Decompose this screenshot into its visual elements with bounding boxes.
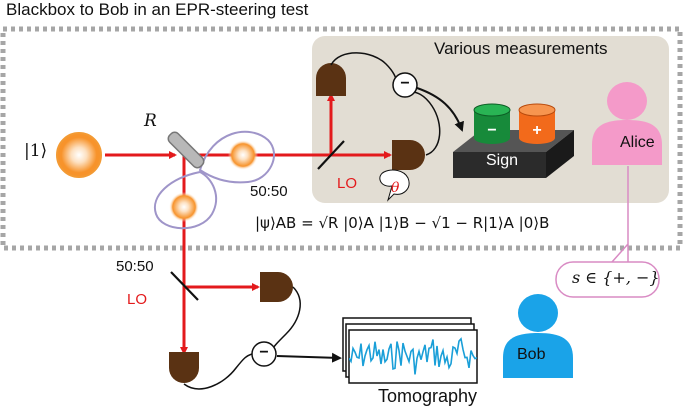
subtractor-alice xyxy=(392,72,418,98)
detector-bob-bottom xyxy=(169,352,199,383)
lo-top-label: LO xyxy=(337,175,358,192)
reflectivity-label: R xyxy=(144,111,157,131)
detector-alice-top xyxy=(316,63,346,96)
mode-lasso-bottom xyxy=(153,170,218,230)
orange-cup-top xyxy=(518,103,556,117)
outcome-bubble xyxy=(555,261,660,298)
green-cup-top xyxy=(473,103,511,117)
measurements-label: Various measurements xyxy=(434,39,608,58)
sign-box-side xyxy=(546,130,574,178)
alice-label: Alice xyxy=(620,134,655,151)
sign-box xyxy=(453,152,546,178)
splitter-top-label: 50:50 xyxy=(250,183,288,200)
green-cup-symbol: − xyxy=(487,122,497,139)
phase-label: θ xyxy=(391,180,400,196)
splitter-bottom-label: 50:50 xyxy=(116,258,154,275)
tomo-noise-trace xyxy=(349,337,477,375)
lo-bottom-label: LO xyxy=(127,291,148,308)
detector-alice-right xyxy=(392,140,425,170)
wire-alice-2 xyxy=(411,91,441,156)
source-state-label: |1⟩ xyxy=(24,141,48,161)
outcome-bubble-tail xyxy=(611,166,629,263)
subtractor-alice-symbol: − xyxy=(400,75,410,92)
bob-label: Bob xyxy=(517,346,546,363)
arrow-to-sign xyxy=(416,87,464,132)
sign-label: Sign xyxy=(486,152,519,169)
wire-bob-1 xyxy=(271,286,301,351)
alice-body xyxy=(592,120,662,165)
splitter-5050-top xyxy=(317,140,345,170)
bob-body xyxy=(503,333,573,378)
photon-mode-b xyxy=(169,192,199,222)
phase-bubble xyxy=(379,169,410,202)
detector-bob-right xyxy=(260,272,293,302)
tomography-label: Tomography xyxy=(378,386,478,406)
splitter-5050-bottom xyxy=(170,271,199,301)
figure-title: Blackbox to Bob in an EPR-steering test xyxy=(6,0,309,19)
green-cup-bottom xyxy=(474,132,510,144)
arrow-to-tomography xyxy=(276,352,342,363)
mode-lasso-top xyxy=(198,130,275,184)
alice-head xyxy=(607,82,647,120)
subtractor-bob-symbol: − xyxy=(259,344,269,361)
outcome-set-label: s ∈ {+, −} xyxy=(572,268,660,287)
orange-cup-symbol: + xyxy=(532,122,542,139)
photon-mode-a xyxy=(228,140,258,170)
bob-head xyxy=(518,294,558,332)
state-equation: |ψ⟩AB = √R |0⟩A |1⟩B − √1 − R|1⟩A |0⟩B xyxy=(255,214,550,232)
subtractor-bob xyxy=(251,341,277,367)
photon-source xyxy=(56,132,102,178)
beam-splitter-R xyxy=(167,131,205,169)
orange-cup-bottom xyxy=(519,132,555,144)
wire-bob-2 xyxy=(183,353,253,390)
blackbox-border xyxy=(0,26,683,251)
